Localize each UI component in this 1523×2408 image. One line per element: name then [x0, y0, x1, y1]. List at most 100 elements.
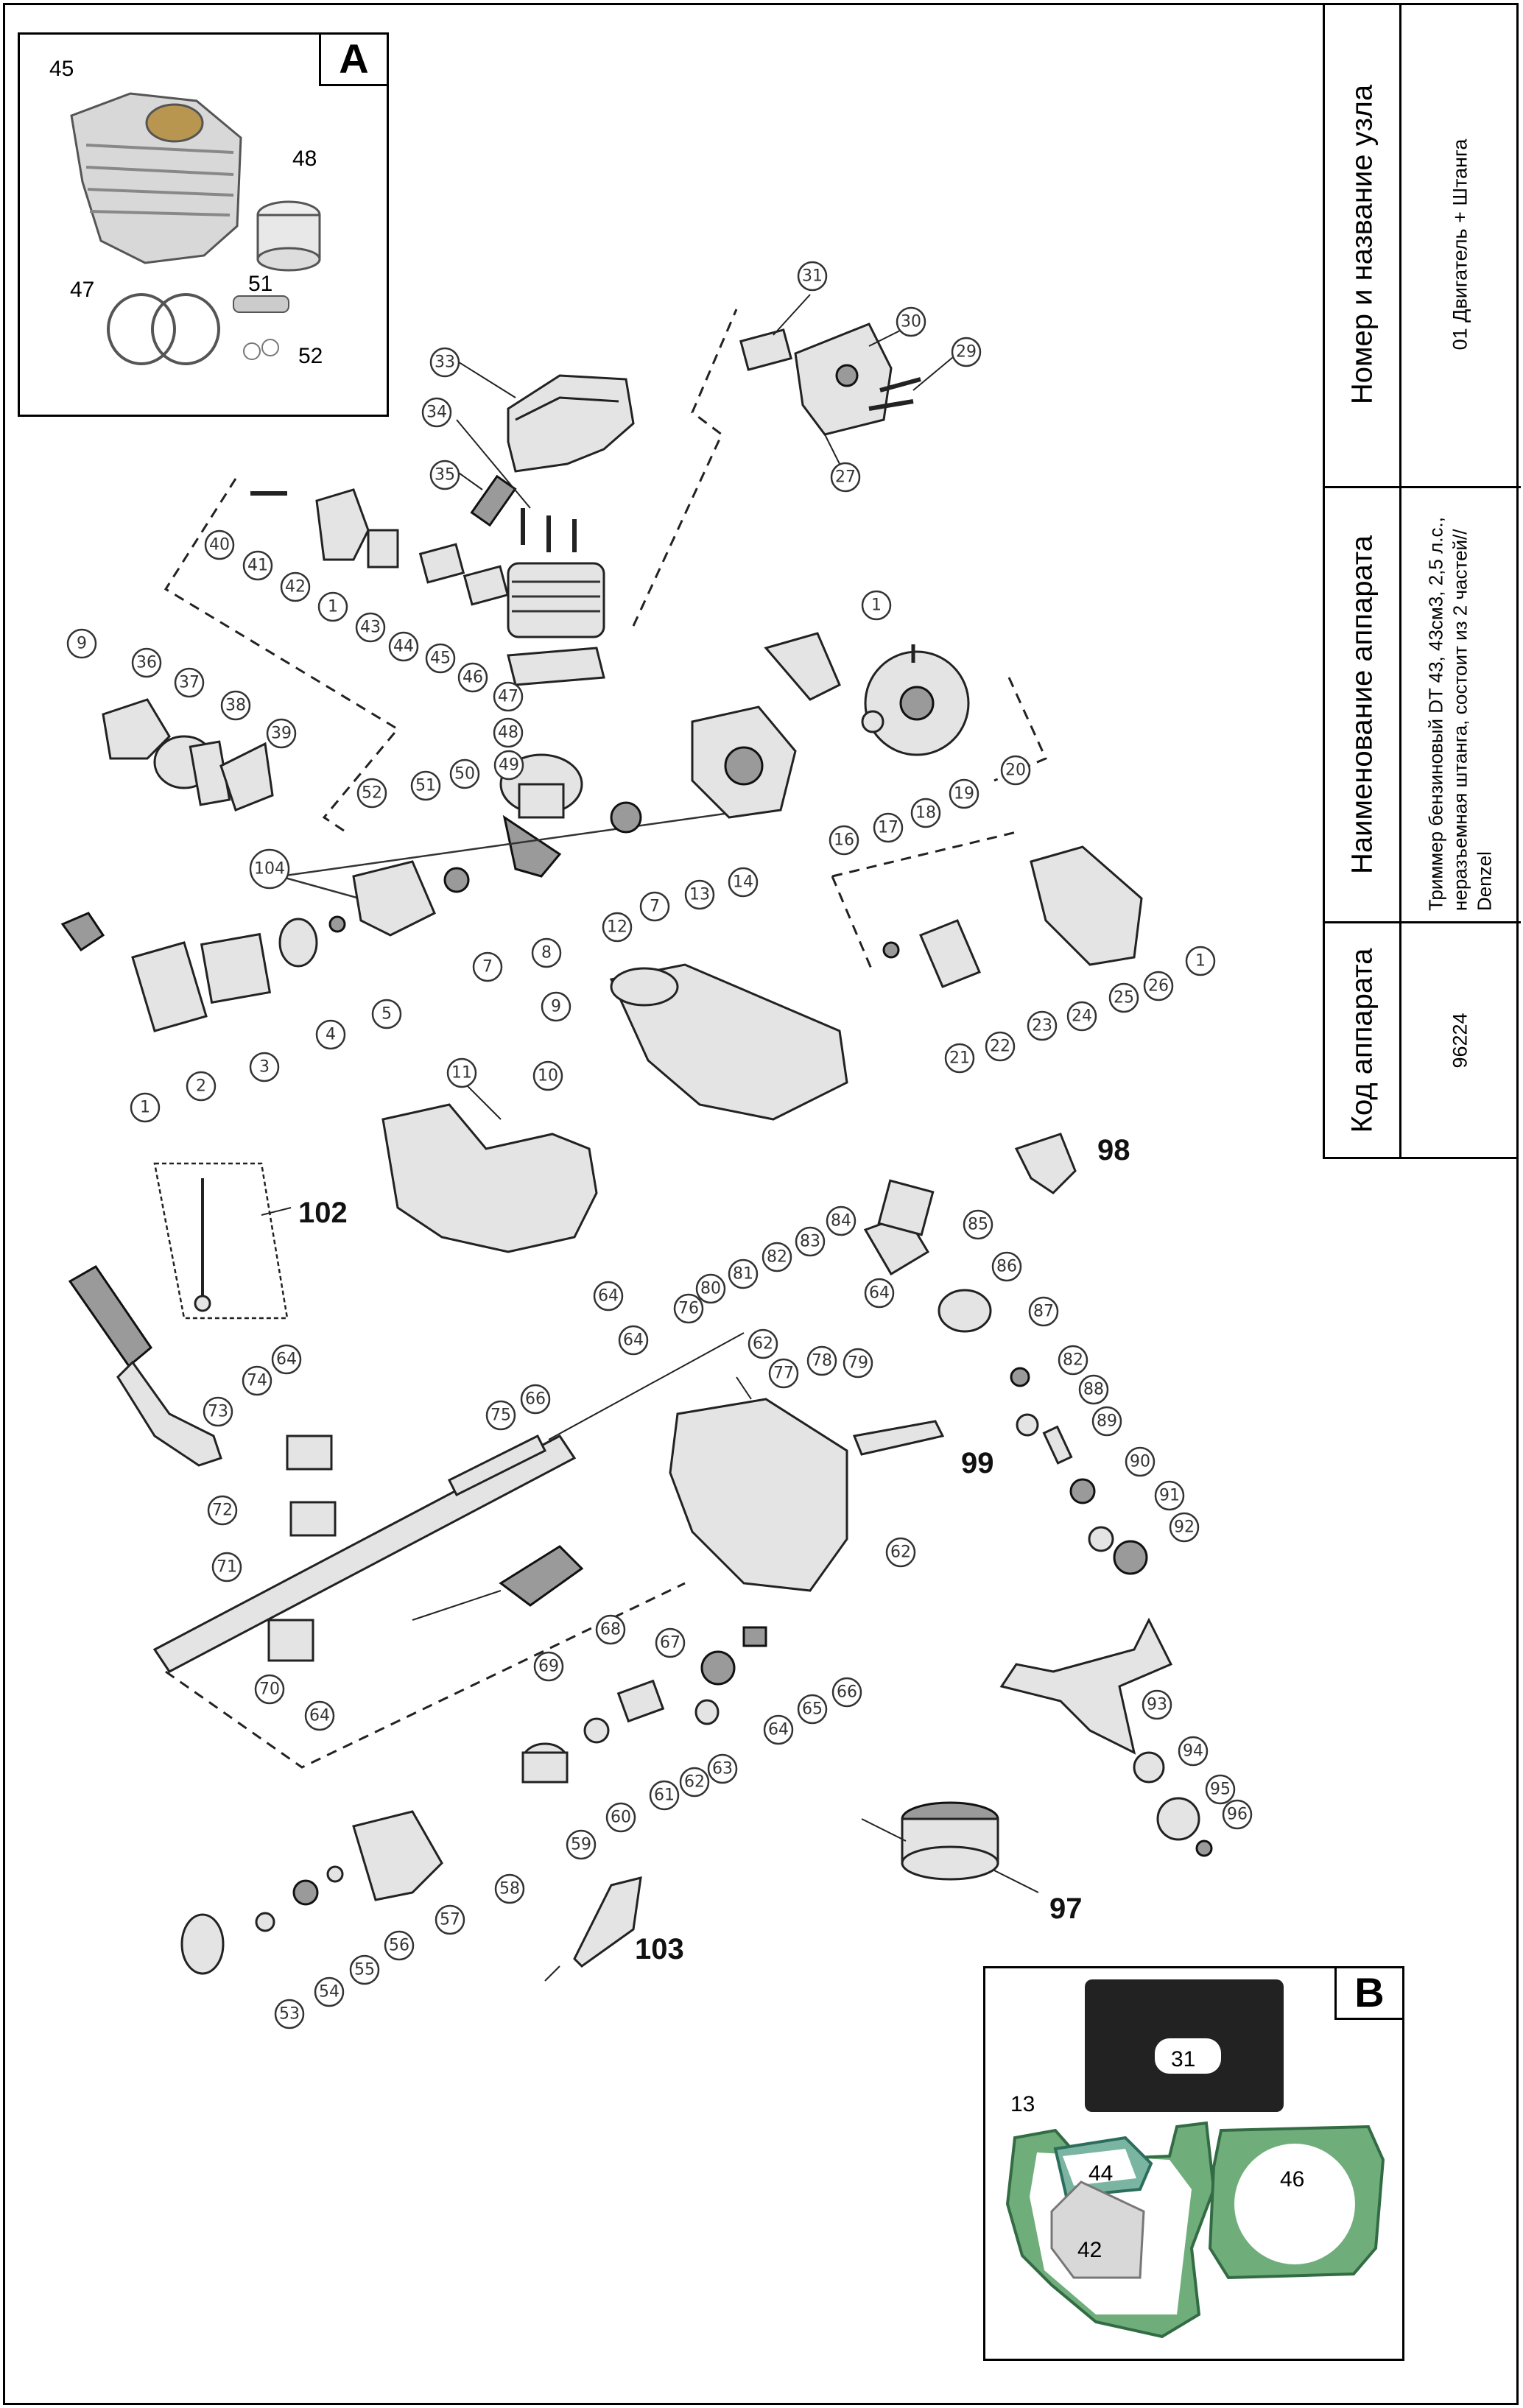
callout-49: 49: [493, 750, 524, 781]
callout-number: 37: [179, 674, 200, 692]
callout-71: 71: [211, 1552, 242, 1583]
callout-number: 79: [848, 1354, 868, 1373]
callout-72: 72: [207, 1495, 238, 1526]
callout-number: 41: [247, 557, 268, 575]
callout-bubble: [831, 1677, 862, 1708]
callout-bubble: [1028, 1296, 1059, 1327]
ignition-flywheel-part: [764, 632, 970, 756]
callout-number: 55: [354, 1961, 375, 1979]
callout-5: 5: [371, 999, 402, 1029]
callout-42: 42: [280, 571, 311, 602]
callout-63: 63: [707, 1753, 738, 1784]
callout-bubble: [186, 1071, 217, 1102]
callout-bubble: [249, 848, 290, 890]
callout-number: 25: [1114, 989, 1134, 1007]
callout-9b: 9: [541, 991, 571, 1022]
inset-a-label-45: 45: [49, 57, 74, 81]
callout-number: 64: [309, 1707, 330, 1725]
callout-46: 46: [457, 662, 488, 693]
callout-number: 29: [956, 343, 977, 362]
callout-bubble: [494, 1873, 525, 1904]
callout-number: 47: [498, 688, 518, 706]
callout-number: 64: [869, 1284, 890, 1303]
cylinder-cover-part: [456, 360, 635, 473]
callout-64d: 64: [271, 1344, 302, 1375]
callout-22: 22: [985, 1031, 1016, 1062]
callout-8: 8: [531, 937, 562, 968]
callout-number: 36: [136, 654, 157, 672]
callout-number: 38: [225, 697, 246, 715]
callout-66b: 66: [831, 1677, 862, 1708]
callout-number: 1: [328, 598, 338, 616]
callout-number: 78: [812, 1352, 832, 1370]
callout-number: 71: [217, 1558, 237, 1577]
callout-bubble: [829, 825, 859, 856]
cover-bolts-part: [456, 419, 577, 552]
callout-52: 52: [356, 778, 387, 809]
info-table: Номер и название узла 01 Двигатель + Шта…: [1323, 3, 1521, 1159]
callout-45: 45: [425, 643, 456, 674]
callout-number: 20: [1005, 761, 1026, 780]
callout-bubble: [991, 1251, 1022, 1282]
carburetor-part: [250, 488, 510, 606]
callout-76: 76: [673, 1293, 704, 1324]
callout-65: 65: [797, 1694, 828, 1725]
callout-number: 61: [654, 1786, 675, 1805]
callout-92: 92: [1169, 1512, 1200, 1543]
inset-a-label-48: 48: [292, 147, 317, 171]
callout-number: 90: [1130, 1453, 1150, 1471]
callout-number: 64: [623, 1331, 644, 1350]
inset-b-label-42: 42: [1077, 2238, 1102, 2262]
callout-number: 85: [968, 1216, 988, 1234]
callout-bubble: [797, 1694, 828, 1725]
callout-number: 44: [393, 638, 414, 656]
callout-number: 3: [259, 1058, 270, 1077]
callout-89: 89: [1091, 1406, 1122, 1437]
callout-78: 78: [806, 1345, 837, 1376]
callout-bubble: [493, 681, 524, 712]
callout-bubble: [593, 1281, 624, 1312]
inset-a-label-47: 47: [70, 278, 95, 302]
trimmer-blade-part: [999, 1617, 1213, 1857]
callout-number: 8: [541, 944, 552, 962]
callout-bubble: [748, 1328, 778, 1359]
callout-number: 24: [1072, 1007, 1092, 1026]
callout-104: 104: [249, 848, 290, 890]
callout-bubble: [242, 1365, 272, 1396]
callout-number: 64: [768, 1721, 789, 1739]
callout-bubble: [618, 1325, 649, 1356]
callout-29: 29: [951, 337, 982, 367]
callout-bubble: [1143, 971, 1174, 1001]
callout-25: 25: [1108, 982, 1139, 1013]
callout-bubble: [410, 770, 441, 801]
callout-number: 17: [878, 819, 898, 837]
bolt-assembly-98-part: [1014, 1133, 1077, 1194]
callout-20: 20: [1000, 755, 1031, 786]
callout-number: 75: [490, 1407, 511, 1425]
callout-number: 72: [212, 1502, 233, 1520]
callout-bubble: [695, 1273, 726, 1304]
callout-bubble: [728, 867, 759, 898]
callout-number: 35: [435, 466, 455, 485]
callout-64f: 64: [763, 1714, 794, 1745]
callout-70: 70: [254, 1674, 285, 1705]
callout-bubble: [457, 662, 488, 693]
callout-bubble: [266, 718, 297, 749]
air-filter-part: [102, 698, 274, 812]
info-device-value: Триммер бензиновый DT 43, 43см3, 2,5 л.с…: [1424, 517, 1495, 911]
callout-68: 68: [595, 1614, 626, 1645]
inset-a-label-51: 51: [248, 272, 273, 296]
shaft-group-outline: [165, 1582, 686, 1769]
callout-75: 75: [485, 1400, 516, 1431]
callout-bubble: [446, 1057, 477, 1088]
callout-bubble: [1027, 1010, 1058, 1041]
callout-bubble: [131, 647, 162, 678]
inset-b-tag: B: [1334, 1968, 1402, 2020]
callout-36: 36: [131, 647, 162, 678]
callout-96: 96: [1222, 1799, 1253, 1830]
callout-bubble: [885, 1537, 916, 1568]
callout-62c: 62: [679, 1767, 710, 1798]
callout-62b: 62: [885, 1537, 916, 1568]
callout-bubble: [910, 798, 941, 828]
muffler-part: [739, 294, 958, 472]
